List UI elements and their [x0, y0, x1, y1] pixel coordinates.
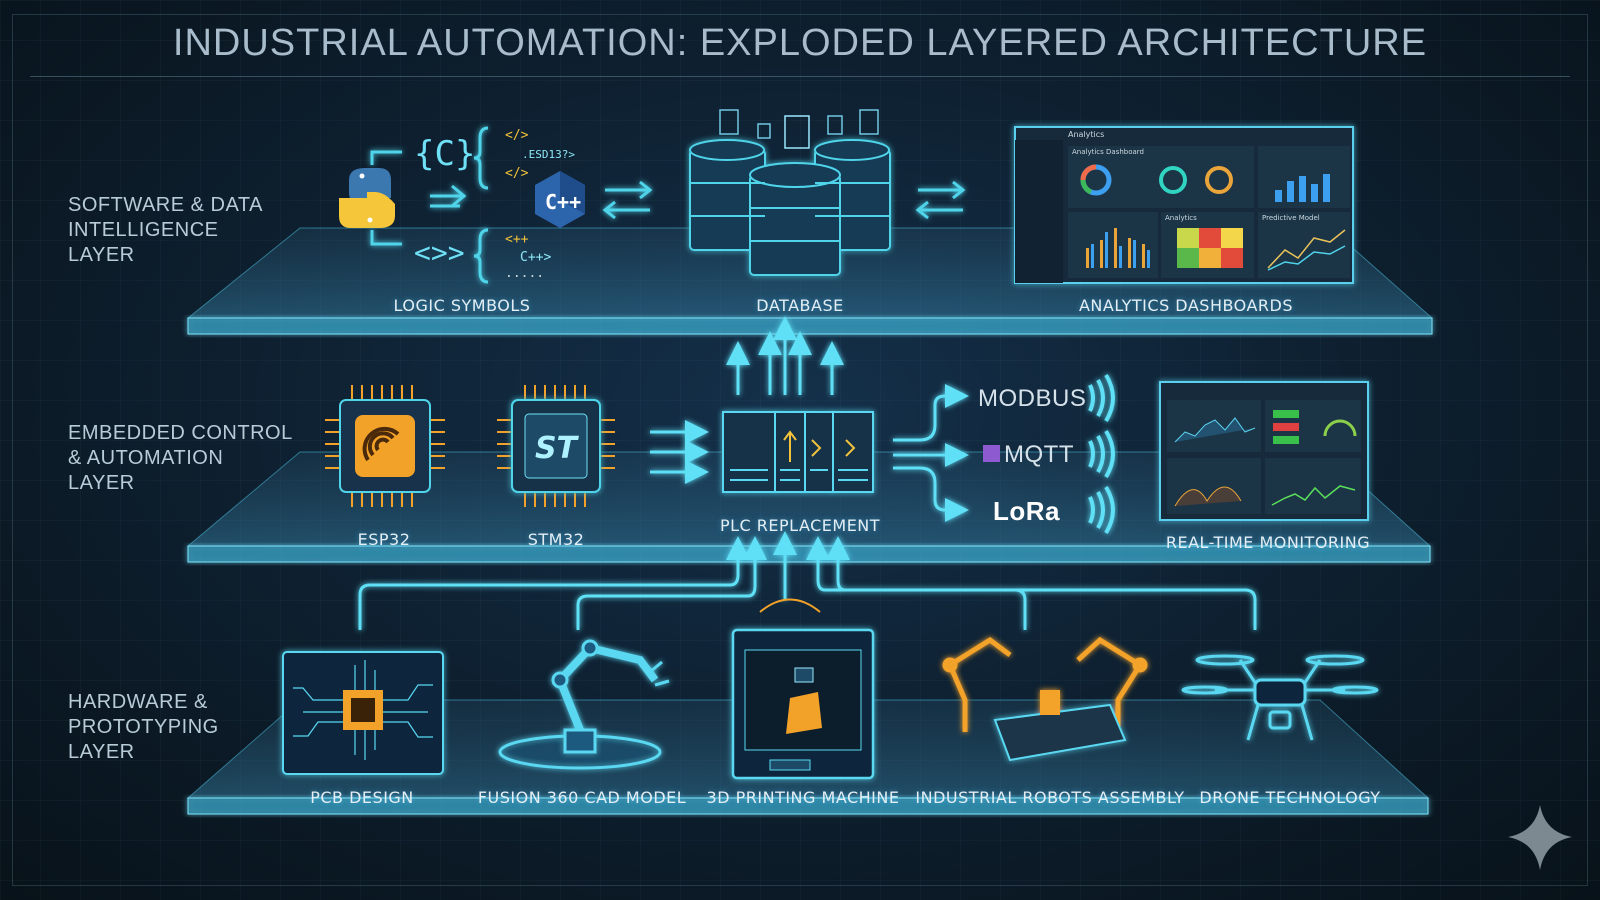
caption-logic-symbols: LOGIC SYMBOLS: [393, 296, 531, 315]
layer-label-software: SOFTWARE & DATA INTELLIGENCE LAYER: [68, 194, 263, 266]
database-icon: [689, 139, 891, 276]
code-cpp: <++: [505, 232, 529, 247]
drone-icon: [1181, 654, 1379, 741]
dashboard-panel-title: Analytics Dashboard: [1072, 148, 1144, 156]
3d-printer-icon: [731, 598, 875, 780]
code-cpp: C++>: [520, 250, 552, 265]
document-icons: [719, 109, 879, 149]
plc-module-icon: [722, 411, 874, 493]
caption-database: DATABASE: [756, 296, 844, 315]
python-logo-icon: [339, 168, 395, 228]
protocol-mqtt: MQTT: [1004, 441, 1074, 468]
logic-connectors: [370, 126, 966, 284]
dashboard-title: Analytics: [1068, 130, 1105, 139]
caption-pcb-design: PCB DESIGN: [310, 788, 414, 807]
dashboard-panel-title: Analytics: [1165, 214, 1197, 222]
angle-bracket-symbol: <>>: [414, 236, 465, 269]
protocol-lora: LoRa: [993, 496, 1060, 526]
pcb-board-icon: [282, 651, 444, 775]
caption-esp32: ESP32: [357, 530, 411, 549]
robot-arm-cad-icon: [498, 639, 670, 770]
stm32-chip-icon: ST: [497, 385, 615, 507]
c-brace-symbol: {C}: [414, 134, 476, 174]
data-flow-arrows: [650, 384, 969, 522]
code-tag: </>: [505, 166, 529, 181]
mqtt-logo-icon: [983, 445, 1000, 462]
code-esd: .ESD13?>: [522, 148, 575, 161]
layer-label-hardware: HARDWARE & PROTOTYPING LAYER: [68, 691, 219, 763]
frame-border: [12, 14, 1588, 886]
caption-analytics-dashboards: ANALYTICS DASHBOARDS: [1078, 296, 1294, 315]
up-arrows-bottom-to-middle: [358, 531, 1257, 630]
svg-text:ST: ST: [535, 431, 580, 466]
realtime-monitoring-panel: [1159, 381, 1369, 521]
cpp-logo-text: C++: [545, 190, 582, 214]
caption-real-time-monitoring: REAL-TIME MONITORING: [1165, 533, 1371, 552]
heatmap: [1177, 228, 1243, 268]
layer-label-embedded: EMBEDDED CONTROL & AUTOMATION LAYER: [68, 422, 293, 494]
up-arrows-middle-to-top: [726, 316, 844, 395]
wifi-signal-icons: [1088, 373, 1115, 535]
dashboard-panel-title: Predictive Model: [1262, 214, 1320, 222]
protocol-modbus: MODBUS: [978, 385, 1087, 412]
caption-fusion-360: FUSION 360 CAD MODEL: [477, 788, 687, 807]
industrial-robots-icon: [942, 636, 1148, 762]
analytics-dashboard-panel: [1014, 126, 1354, 284]
code-tag: </>: [505, 128, 529, 143]
page-title: INDUSTRIAL AUTOMATION: EXPLODED LAYERED …: [172, 22, 1428, 64]
cpp-logo-icon: [535, 171, 585, 228]
title-divider: [30, 76, 1570, 77]
sparkle-icon: [1508, 805, 1572, 870]
caption-industrial-robots: INDUSTRIAL ROBOTS ASSEMBLY: [915, 788, 1185, 807]
caption-3d-printing: 3D PRINTING MACHINE: [706, 788, 900, 807]
caption-drone-technology: DRONE TECHNOLOGY: [1199, 788, 1381, 807]
caption-plc-replacement: PLC REPLACEMENT: [719, 516, 881, 535]
esp32-chip-icon: [325, 385, 445, 507]
caption-stm32: STM32: [527, 530, 585, 549]
code-dots: .....: [505, 266, 545, 281]
